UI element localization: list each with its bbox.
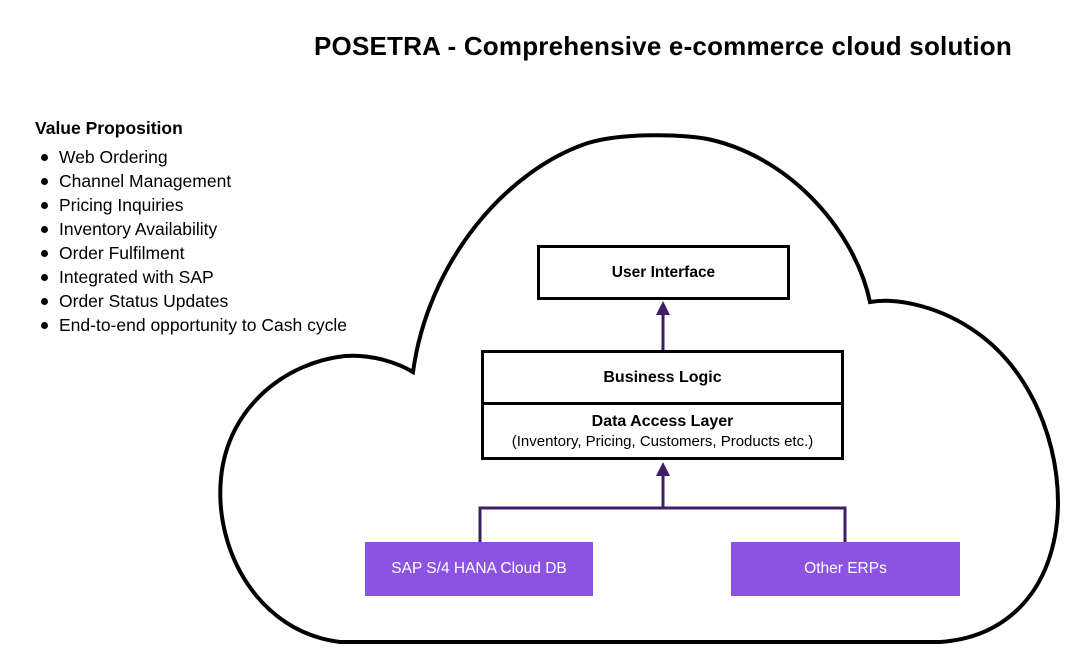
value-prop-item: Integrated with SAP <box>35 265 425 289</box>
value-prop-item: Order Status Updates <box>35 289 425 313</box>
user-interface-box: User Interface <box>537 245 790 300</box>
value-proposition-heading: Value Proposition <box>35 118 183 138</box>
value-prop-item: Inventory Availability <box>35 217 425 241</box>
data-access-box: Data Access Layer (Inventory, Pricing, C… <box>484 405 841 457</box>
other-erps-box: Other ERPs <box>731 542 960 596</box>
value-prop-item: Pricing Inquiries <box>35 193 425 217</box>
value-prop-item: Web Ordering <box>35 145 425 169</box>
other-erps-label: Other ERPs <box>804 560 887 577</box>
value-prop-item: Channel Management <box>35 169 425 193</box>
data-access-subtitle: (Inventory, Pricing, Customers, Products… <box>511 433 814 450</box>
business-logic-box: Business Logic <box>484 353 841 405</box>
arrowhead-data-access <box>656 462 670 476</box>
business-logic-label: Business Logic <box>603 368 722 386</box>
logic-data-stack: Business Logic Data Access Layer (Invent… <box>481 350 844 460</box>
data-access-title: Data Access Layer <box>591 413 734 430</box>
value-prop-item: End-to-end opportunity to Cash cycle <box>35 313 425 337</box>
page-title: POSETRA - Comprehensive e-commerce cloud… <box>314 31 1012 61</box>
value-prop-item: Order Fulfilment <box>35 241 425 265</box>
user-interface-label: User Interface <box>611 263 716 281</box>
sap-hana-db-box: SAP S/4 HANA Cloud DB <box>365 542 593 596</box>
arrowhead-ui <box>656 301 670 315</box>
sap-hana-db-label: SAP S/4 HANA Cloud DB <box>391 560 567 577</box>
